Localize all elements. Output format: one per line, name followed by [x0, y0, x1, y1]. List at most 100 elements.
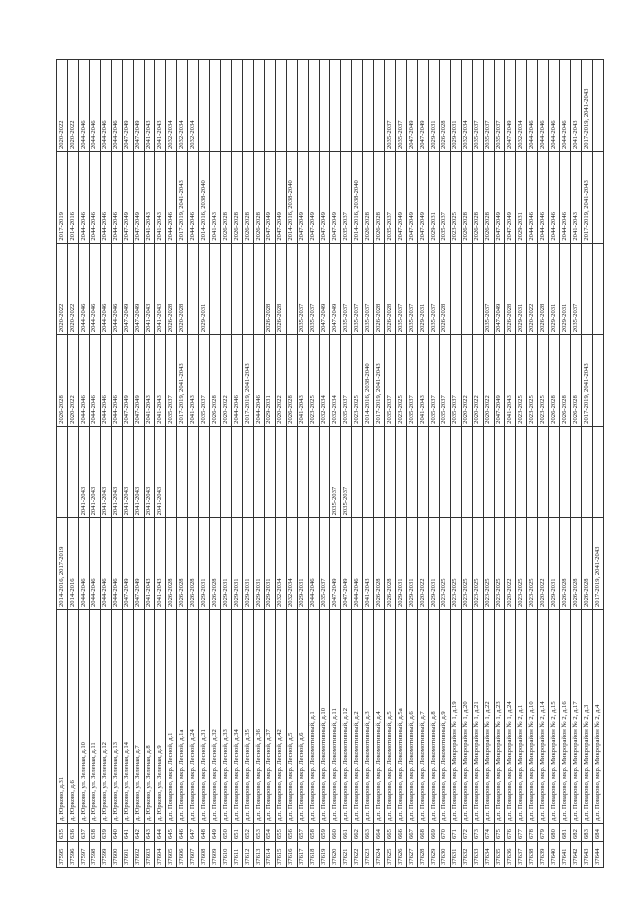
period-3-cell: 2026-2028 — [209, 334, 221, 427]
row-id-cell: 37626 — [395, 841, 407, 868]
row-id-cell: 37628 — [417, 841, 429, 868]
address-cell: д.п. Поварово, мкр. Локомотивный, д.11 — [329, 609, 341, 824]
row-number-cell: 642 — [133, 823, 144, 842]
address-cell: д. Юрково, ул. Зеленая, д.10 — [78, 609, 90, 824]
period-6-cell: 2044-2046 — [89, 59, 101, 152]
row-id-cell: 37620 — [329, 841, 341, 868]
period-1-cell: 2044-2046 — [89, 517, 101, 610]
period-4-cell — [209, 243, 221, 335]
row-id-cell: 37634 — [483, 841, 494, 868]
period-5-cell: 2044-2046 — [100, 151, 112, 244]
period-1-cell: 2023-2025 — [494, 517, 505, 610]
period-5-cell: 2014-2016 — [67, 151, 79, 244]
period-3-cell: 2044-2046 — [78, 334, 90, 427]
period-2-cell — [406, 426, 418, 518]
address-cell: д.п. Поварово, мкр. Микрорайон № 1, д.23 — [494, 609, 505, 824]
row-number-cell: 635 — [56, 823, 68, 842]
address-cell: д.п. Поварово, мкр. Локомотивный, д.10 — [319, 609, 330, 824]
period-3-cell: 2035-2037 — [406, 334, 418, 427]
period-5-cell: 2047-2049 — [122, 151, 134, 244]
row-id-cell: 37632 — [461, 841, 473, 868]
period-5-cell: 2044-2046 — [111, 151, 123, 244]
address-cell: д.п. Поварово, мкр. Микрорайон № 2, д.17 — [570, 609, 582, 824]
period-6-cell: 2035-2037 — [483, 59, 494, 152]
period-2-cell — [297, 426, 309, 518]
period-4-cell: 2026-2028 — [275, 243, 287, 335]
address-cell: д. Юрково, ул. Зеленая, д.13 — [111, 609, 123, 824]
row-number-cell: 675 — [494, 823, 505, 842]
period-4-cell: 2020-2028 — [176, 243, 188, 335]
period-6-cell — [340, 59, 352, 152]
period-3-cell: 2035-2037 — [198, 334, 210, 427]
period-5-cell: 2041-2043 — [154, 151, 166, 244]
period-6-cell: 2044-2046 — [537, 59, 549, 152]
row-number-cell: 668 — [417, 823, 429, 842]
period-3-cell: 2023-2025 — [351, 334, 363, 427]
period-6-cell: 2047-2049 — [417, 59, 429, 152]
period-5-cell: 2047-2049 — [319, 151, 330, 244]
period-6-cell: 2041-2043 — [154, 59, 166, 152]
address-cell: д.п. Поварово, мкр. Локомотивный, д.12 — [340, 609, 352, 824]
address-cell: д.п. Поварово, мкр. Лесной, д.36 — [253, 609, 265, 824]
row-number-cell: 681 — [559, 823, 571, 842]
period-3-cell: 2032-2034 — [329, 334, 341, 427]
period-2-cell: 2041-2043 — [133, 426, 144, 518]
period-1-cell: 2029-2031 — [395, 517, 407, 610]
address-cell: д.п. Поварово, мкр. Микрорайон № 1, д.19 — [450, 609, 462, 824]
row-number-cell: 680 — [548, 823, 560, 842]
row-id-cell: 37622 — [351, 841, 363, 868]
row-number-cell: 658 — [308, 823, 319, 842]
period-4-cell — [472, 243, 484, 335]
period-5-cell: 2026-2028 — [220, 151, 232, 244]
period-3-cell: 2044-2046 — [231, 334, 243, 427]
row-number-cell: 666 — [395, 823, 407, 842]
period-4-cell: 2026-2028 — [439, 243, 451, 335]
period-6-cell: 2035-2037 — [395, 59, 407, 152]
row-id-cell: 37603 — [144, 841, 155, 868]
period-5-cell: 2044-2046 — [165, 151, 177, 244]
period-1-cell: 2029-2031 — [428, 517, 440, 610]
period-1-cell: 2026-2028 — [581, 517, 593, 610]
period-6-cell: 2017-2019, 2041-2043 — [581, 59, 593, 152]
period-4-cell: 2026-2028 — [373, 243, 385, 335]
period-3-cell: 2035-2037 — [450, 334, 462, 427]
row-number-cell: 645 — [165, 823, 177, 842]
period-4-cell: 2047-2049 — [319, 243, 330, 335]
period-2-cell — [483, 426, 494, 518]
row-id-cell: 37641 — [559, 841, 571, 868]
period-1-cell: 2047-2049 — [340, 517, 352, 610]
period-1-cell: 2023-2025 — [515, 517, 527, 610]
address-cell: д.п. Поварово, мкр. Локомотивный, д.3 — [362, 609, 374, 824]
period-5-cell: 2044-2046 — [526, 151, 538, 244]
period-3-cell: 2041-2043 — [144, 334, 155, 427]
period-3-cell: 2029-2031 — [264, 334, 276, 427]
address-cell: д.п. Поварово, мкр. Локомотивный, д.5а — [395, 609, 407, 824]
period-2-cell — [220, 426, 232, 518]
period-4-cell: 2041-2043 — [154, 243, 166, 335]
address-cell: д.п. Поварово, мкр. Лесной, д.5 — [286, 609, 298, 824]
row-number-cell: 653 — [253, 823, 265, 842]
period-6-cell — [351, 59, 363, 152]
period-1-cell: 2017-2019, 2041-2043 — [592, 517, 604, 610]
period-6-cell: 2026-2028 — [439, 59, 451, 152]
period-6-cell — [319, 59, 330, 152]
row-id-cell: 37624 — [373, 841, 385, 868]
row-id-cell: 37638 — [526, 841, 538, 868]
address-cell: д.п. Поварово, мкр. Микрорайон № 2, д.16 — [559, 609, 571, 824]
row-id-cell: 37602 — [133, 841, 144, 868]
period-5-cell: 2026-2028 — [242, 151, 254, 244]
period-3-cell: 2026-2028 — [548, 334, 560, 427]
period-3-cell: 2044-2046 — [111, 334, 123, 427]
row-number-cell: 646 — [176, 823, 188, 842]
period-6-cell: 2041-2043 — [144, 59, 155, 152]
period-2-cell — [472, 426, 484, 518]
